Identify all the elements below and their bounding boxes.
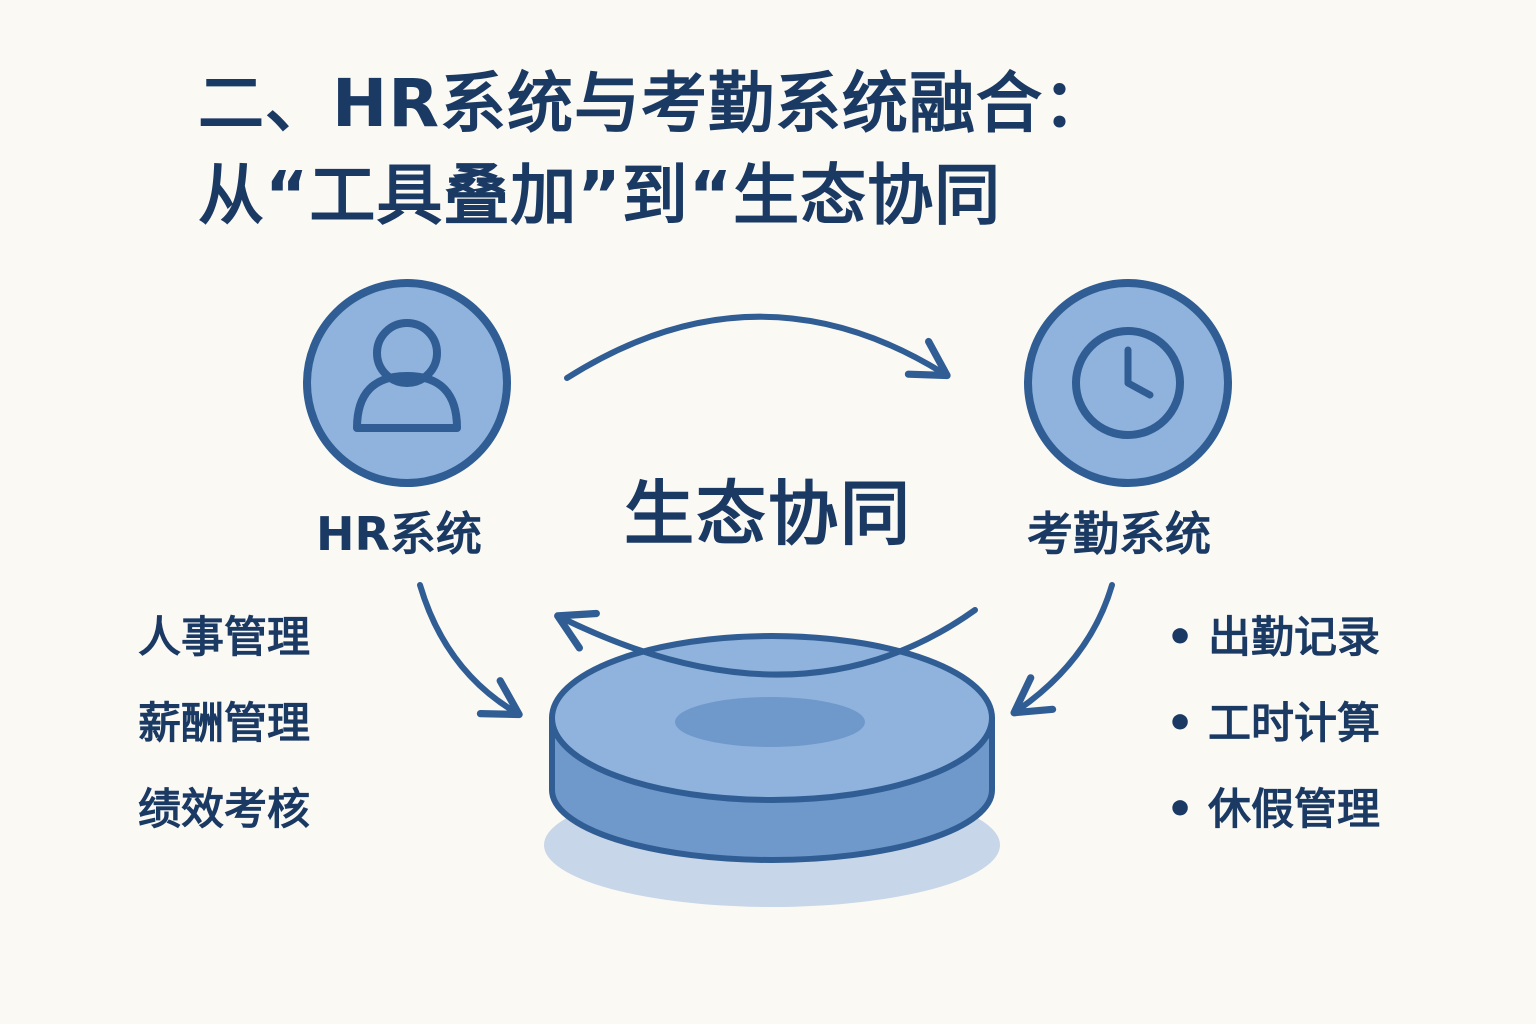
attendance-label: 考勤系统: [1027, 507, 1211, 561]
list-item: 薪酬管理: [138, 699, 310, 749]
arrow-hr-to-hub: [417, 582, 523, 719]
arrow-feedback: [554, 607, 978, 678]
attendance-node: [1024, 279, 1232, 487]
hr-feature-list: 人事管理 薪酬管理 绩效考核: [138, 608, 310, 866]
title-line-2: 从“工具叠加”到“生态协同: [198, 157, 1002, 234]
hub-disc: [549, 633, 995, 863]
hub-label: 生态协同: [624, 473, 912, 555]
list-item: 出勤记录: [1166, 608, 1380, 694]
list-item: 人事管理: [138, 613, 310, 663]
clock-icon: [1072, 327, 1184, 439]
platform-disc-icon: [675, 697, 865, 747]
hr-node: [303, 279, 511, 487]
attendance-feature-list: 出勤记录 工时计算 休假管理: [1166, 608, 1380, 866]
list-item: 休假管理: [1166, 780, 1380, 866]
hr-label: HR系统: [316, 507, 482, 561]
page-title: 二、HR系统与考勤系统融合： 从“工具叠加”到“生态协同: [198, 58, 1110, 242]
arrow-hr-to-attendance: [564, 313, 951, 381]
list-item: 绩效考核: [138, 785, 310, 835]
arrow-attendance-to-hub: [1010, 582, 1115, 717]
title-line-1: 二、HR系统与考勤系统融合：: [198, 65, 1111, 142]
user-icon: [353, 319, 461, 432]
list-item: 工时计算: [1166, 694, 1380, 780]
